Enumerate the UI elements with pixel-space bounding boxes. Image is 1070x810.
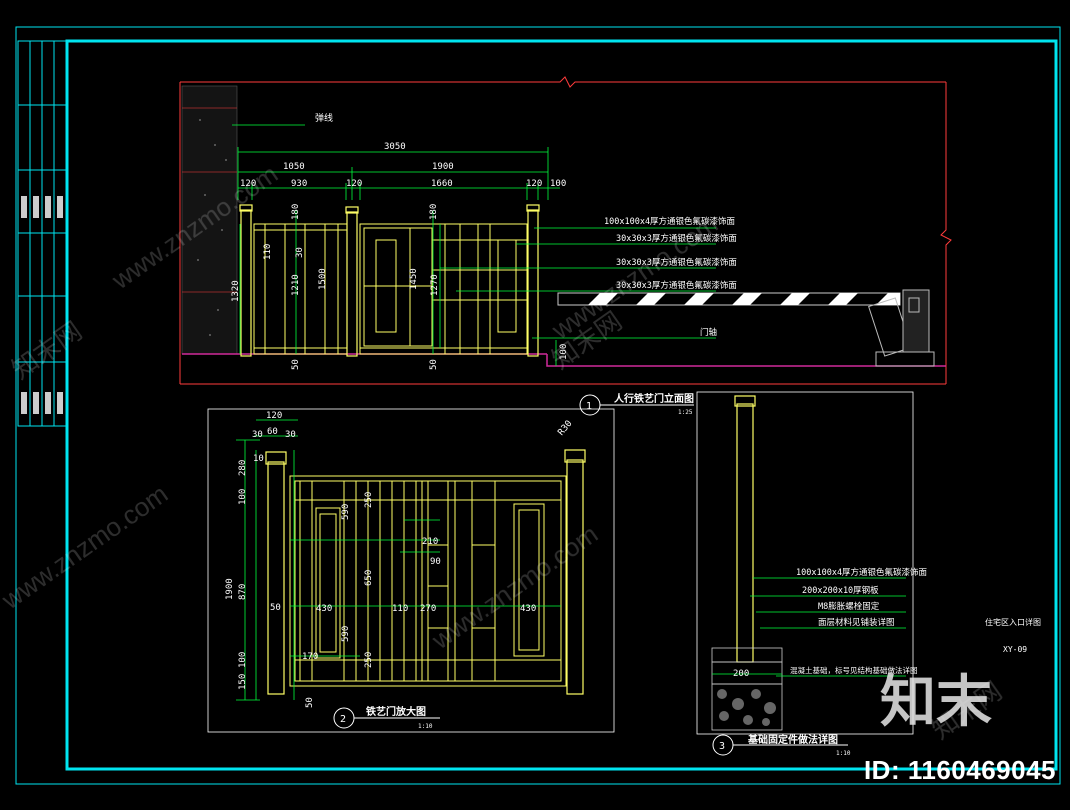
elev-dim-1500: 1500 bbox=[318, 268, 328, 290]
sheet-frame bbox=[15, 26, 1061, 785]
barrier-gate-icon bbox=[557, 289, 935, 367]
detail-dim-top-30b: 30 bbox=[285, 430, 296, 440]
elev-dim-1450: 1450 bbox=[409, 268, 419, 290]
detail-dim-110: 110 bbox=[392, 604, 408, 614]
detail-dim-50a: 50 bbox=[270, 603, 281, 613]
elev-dim-930: 930 bbox=[291, 179, 307, 189]
detail-dim-280: 280 bbox=[238, 460, 248, 476]
elev-dim-120c: 120 bbox=[526, 179, 542, 189]
watermark: www.znzmo.com www.znzmo.com www.znzmo.co… bbox=[0, 158, 1007, 744]
foundation-title: 基础固定件做法详图 bbox=[747, 733, 838, 746]
detail-dim-430b: 430 bbox=[520, 604, 536, 614]
detail-title: 铁艺门放大图 bbox=[366, 705, 426, 718]
detail-dim-r30: R30 bbox=[556, 419, 574, 438]
foundation-detail-view: 100x100x4厚方通银色氟碳漆饰面 200x200x10厚钢板 M8膨胀螺栓… bbox=[696, 391, 928, 757]
detail-dim-590a: 590 bbox=[341, 504, 351, 520]
title-block: 住宅区入口详图 XY-09 bbox=[985, 617, 1041, 654]
detail-dim-50b: 50 bbox=[305, 697, 315, 708]
gate-detail-view: 120 60 30 30 R30 1900 280 100 870 100 15… bbox=[207, 408, 615, 733]
foundation-note-4: 面层材料见铺装详图 bbox=[818, 617, 895, 628]
elev-ref-label: 弹线 bbox=[315, 112, 333, 124]
detail-dim-10: 10 bbox=[253, 454, 264, 464]
elev-dim-100: 100 bbox=[550, 179, 566, 189]
foundation-callout-number: 3 bbox=[719, 741, 725, 752]
elev-scale: 1:25 bbox=[678, 409, 693, 416]
watermark-site-4: www.znzmo.com bbox=[0, 478, 173, 615]
elev-dim-left: 1050 bbox=[283, 162, 305, 172]
elevation-view: 弹线 3050 1050 1900 120 930 120 1660 120 1… bbox=[179, 76, 952, 416]
foundation-note-1: 100x100x4厚方通银色氟碳漆饰面 bbox=[796, 567, 928, 578]
detail-dim-1900: 1900 bbox=[225, 578, 235, 600]
detail-callout-number: 2 bbox=[340, 714, 346, 725]
elev-callout-number: 1 bbox=[586, 401, 592, 412]
elev-note-5: 门轴 bbox=[700, 327, 717, 338]
elev-dim-right: 1900 bbox=[432, 162, 454, 172]
elev-title: 人行铁艺门立面图 bbox=[614, 392, 694, 405]
elev-dim-1660: 1660 bbox=[431, 179, 453, 189]
watermark-site-2: www.znzmo.com bbox=[545, 208, 723, 345]
detail-dim-top-120: 120 bbox=[266, 411, 282, 421]
detail-dim-top-60: 60 bbox=[267, 427, 278, 437]
detail-dim-90: 90 bbox=[430, 557, 441, 567]
foundation-scale: 1:10 bbox=[836, 750, 851, 757]
elev-dim-180b: 180 bbox=[429, 204, 439, 220]
detail-dim-top-30a: 30 bbox=[252, 430, 263, 440]
foundation-note-5: 混凝土基础，标号见结构基础做法详图 bbox=[790, 665, 918, 675]
drawing-code: XY-09 bbox=[1003, 645, 1027, 654]
elev-dim-1210: 1210 bbox=[291, 274, 301, 296]
detail-dim-210: 210 bbox=[422, 537, 438, 547]
elev-note-2: 30x30x3厚方通银色氟碳漆饰面 bbox=[616, 233, 737, 244]
detail-dim-100a: 100 bbox=[238, 489, 248, 505]
detail-dim-430a: 430 bbox=[316, 604, 332, 614]
elev-dim-1320: 1320 bbox=[231, 280, 241, 302]
foundation-note-3: M8膨胀螺栓固定 bbox=[818, 601, 880, 612]
image-id-stamp: ID: 1160469045 bbox=[863, 755, 1056, 785]
elev-note-3: 30x30x3厚方通银色氟碳漆饰面 bbox=[616, 257, 737, 268]
detail-dim-870: 870 bbox=[238, 584, 248, 600]
elev-dim-180a: 180 bbox=[291, 204, 301, 220]
elev-dim-120b: 120 bbox=[346, 179, 362, 189]
detail-dim-170: 170 bbox=[302, 652, 318, 662]
elev-dim-total: 3050 bbox=[384, 142, 406, 152]
elev-dim-30: 30 bbox=[295, 247, 305, 258]
elev-dim-50b: 50 bbox=[429, 359, 439, 370]
elev-dim-120a: 120 bbox=[240, 179, 256, 189]
elev-note-1: 100x100x4厚方通银色氟碳漆饰面 bbox=[604, 216, 736, 227]
detail-dim-590b: 590 bbox=[341, 626, 351, 642]
drawing-name: 住宅区入口详图 bbox=[985, 617, 1041, 627]
detail-dim-650: 650 bbox=[364, 570, 374, 586]
detail-dim-270: 270 bbox=[420, 604, 436, 614]
elev-dim-100b: 100 bbox=[559, 344, 569, 360]
detail-dim-100b: 100 bbox=[238, 652, 248, 668]
elev-dim-50a: 50 bbox=[291, 359, 301, 370]
elev-note-4: 30x30x3厚方通银色氟碳漆饰面 bbox=[616, 280, 737, 291]
elev-dim-1270: 1270 bbox=[430, 274, 440, 296]
brand-logo: 知末 bbox=[880, 670, 992, 735]
detail-dim-250a: 250 bbox=[364, 492, 374, 508]
elev-dim-110: 110 bbox=[263, 244, 273, 260]
foundation-note-2: 200x200x10厚钢板 bbox=[802, 585, 879, 596]
detail-dim-250b: 250 bbox=[364, 652, 374, 668]
foundation-dim-200: 200 bbox=[733, 669, 749, 679]
detail-dim-150: 150 bbox=[238, 674, 248, 690]
detail-scale: 1:10 bbox=[418, 723, 433, 730]
